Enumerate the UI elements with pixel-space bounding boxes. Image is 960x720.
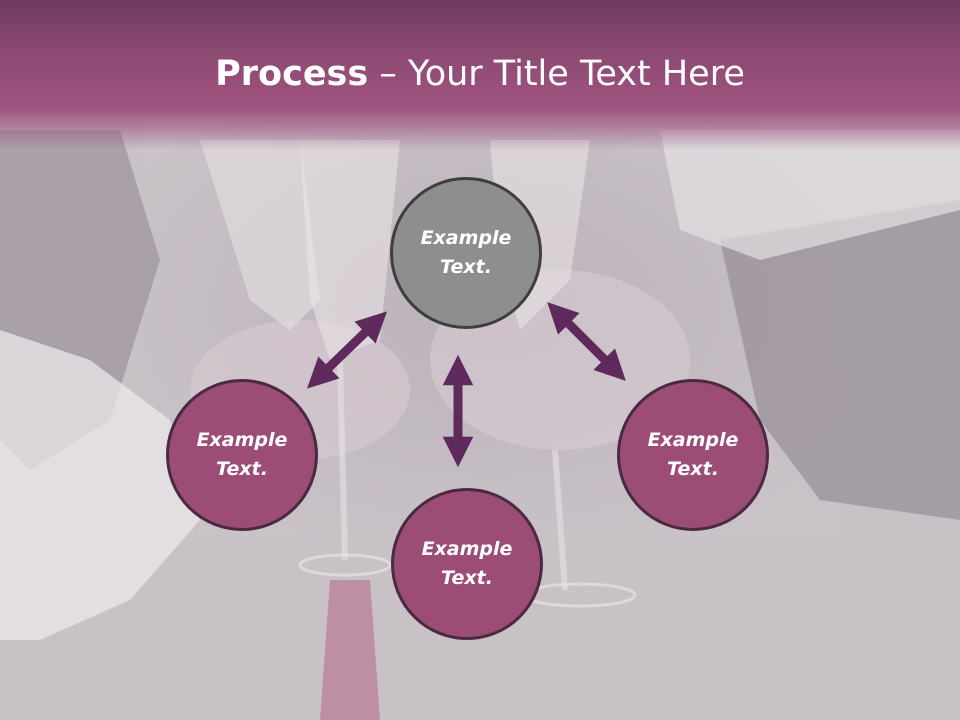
node-left-line1: Example	[196, 429, 288, 451]
title-bar	[0, 0, 960, 150]
slide-title: Process – Your Title Text Here	[0, 52, 960, 96]
node-left-line2: Text.	[216, 458, 268, 480]
title-strong: Process	[215, 54, 369, 94]
node-top-line1: Example	[420, 227, 512, 249]
node-bottom-line1: Example	[421, 538, 513, 560]
node-right-line1: Example	[647, 429, 739, 451]
node-bottom-line2: Text.	[441, 567, 493, 589]
title-rest: – Your Title Text Here	[368, 54, 745, 94]
node-top-line2: Text.	[440, 256, 492, 278]
node-right-line2: Text.	[667, 458, 719, 480]
